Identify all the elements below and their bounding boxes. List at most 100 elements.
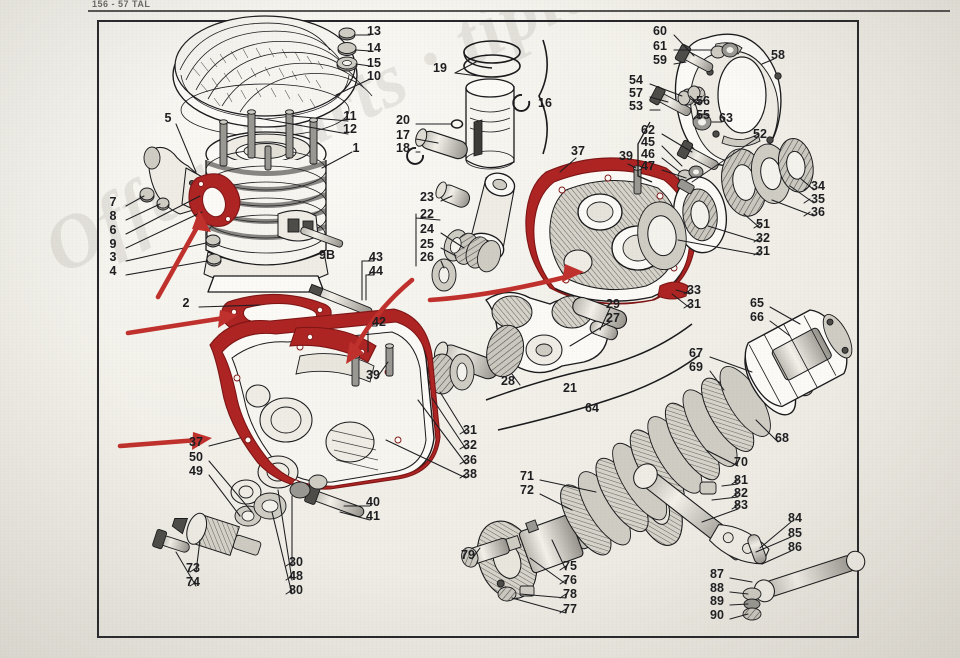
callout-number: 20 <box>396 113 410 127</box>
callout-number: 35 <box>811 192 825 206</box>
washers-49-50 <box>234 492 287 527</box>
callout-number: 38 <box>463 467 477 481</box>
callout-number: 89 <box>710 594 724 608</box>
callout-number: 31 <box>687 297 701 311</box>
callout-number: 86 <box>788 540 802 554</box>
arrow-to-left-case-gasket <box>117 432 212 450</box>
callout-number: 40 <box>366 495 380 509</box>
intake-gasket-part-6 <box>188 173 241 227</box>
callout-number: 79 <box>461 548 475 562</box>
callout-number: 26 <box>420 250 434 264</box>
callout-number: 76 <box>563 573 577 587</box>
callout-number: 44 <box>369 264 383 278</box>
annotation-arrows <box>117 210 584 450</box>
callout-number: 73 <box>186 561 200 575</box>
callout-number: 12 <box>343 122 357 136</box>
washer-part-63 <box>692 113 712 131</box>
callout-number: 47 <box>641 159 655 173</box>
arrow-to-right-case-gasket <box>427 264 584 303</box>
callout-number: 81 <box>734 473 748 487</box>
callout-number: 68 <box>775 431 789 445</box>
bracket-ticks <box>189 100 811 614</box>
callout-number: 49 <box>189 464 203 478</box>
callout-number: 82 <box>734 486 748 500</box>
case-hardware-30-48-80 <box>289 474 328 499</box>
callout-number: 39 <box>619 149 633 163</box>
callout-number: 31 <box>756 244 770 258</box>
callout-number: 70 <box>734 455 748 469</box>
callout-number: 23 <box>420 190 434 204</box>
arrow-to-intake-gasket <box>155 210 211 300</box>
gear-linkage-assembly <box>633 463 866 621</box>
callout-number: 66 <box>750 310 764 324</box>
callout-number: 51 <box>756 217 770 231</box>
callout-number: 16 <box>538 96 552 110</box>
callout-number: 43 <box>369 250 383 264</box>
callout-number: 74 <box>186 575 200 589</box>
head-fastener-stack <box>336 27 358 72</box>
callout-number: 67 <box>689 346 703 360</box>
callout-number: 62 <box>641 123 655 137</box>
cover-bolt-53-54-57 <box>649 85 706 117</box>
page-header-text: 156 - 57 TAL <box>92 0 151 9</box>
callout-number: 24 <box>420 222 434 236</box>
callout-number: 37 <box>571 144 585 158</box>
leader-lines <box>125 34 815 620</box>
callout-number: 32 <box>463 438 477 452</box>
callout-number: 41 <box>366 509 380 523</box>
arrow-to-center-gasket <box>346 277 415 364</box>
callout-number: 28 <box>501 374 515 388</box>
callout-number: 22 <box>420 207 434 221</box>
clutch-pack-assembly <box>560 309 853 556</box>
callout-number: 36 <box>463 453 477 467</box>
callout-number: 42 <box>372 315 386 329</box>
callout-number: 1 <box>353 141 360 155</box>
callout-number: 9B <box>319 248 335 262</box>
gasket-part-33 <box>657 281 689 300</box>
callout-number: 5 <box>165 111 172 125</box>
callout-number: 6 <box>110 223 117 237</box>
callout-number: 64 <box>585 401 599 415</box>
callout-number: 48 <box>289 569 303 583</box>
callout-number: 31 <box>463 423 477 437</box>
callout-number: 75 <box>563 559 577 573</box>
callout-number: 63 <box>719 111 733 125</box>
callout-number: 27 <box>606 311 620 325</box>
callout-number: 69 <box>689 360 703 374</box>
callout-number: 3 <box>110 250 117 264</box>
callout-number: 11 <box>343 109 356 123</box>
crankshaft-assembly-part-21 <box>434 291 628 380</box>
callout-number: 19 <box>433 61 447 75</box>
callout-number: 9 <box>110 237 117 251</box>
callout-number: 34 <box>811 179 825 193</box>
callout-number: 57 <box>629 86 643 100</box>
callout-number: 30 <box>289 555 303 569</box>
callout-number: 88 <box>710 581 724 595</box>
callout-number: 58 <box>771 48 785 62</box>
piston-assembly-part-16 <box>406 39 548 170</box>
callout-number: 18 <box>396 141 410 155</box>
intake-fasteners-7-8 <box>139 187 170 211</box>
callout-number: 52 <box>753 127 767 141</box>
callout-number: 7 <box>110 195 117 209</box>
case-studs-part-39-lower <box>351 343 394 387</box>
callout-number: 17 <box>396 128 410 142</box>
callout-number: 72 <box>520 483 534 497</box>
callout-number: 36 <box>811 205 825 219</box>
callout-number: 37 <box>189 435 203 449</box>
callout-number: 87 <box>710 567 724 581</box>
callout-number: 10 <box>367 69 381 83</box>
callout-number: 55 <box>696 108 710 122</box>
outline-curves <box>485 323 699 431</box>
callout-number: 78 <box>563 587 577 601</box>
callout-number: 32 <box>756 231 770 245</box>
case-bolt-40-41 <box>304 483 365 518</box>
callout-number: 21 <box>563 381 577 395</box>
pins-77-78 <box>497 585 535 602</box>
bearing-stack-right <box>637 138 814 271</box>
callout-number: 39 <box>366 368 380 382</box>
callout-number: 46 <box>641 147 655 161</box>
callout-number: 61 <box>653 39 667 53</box>
